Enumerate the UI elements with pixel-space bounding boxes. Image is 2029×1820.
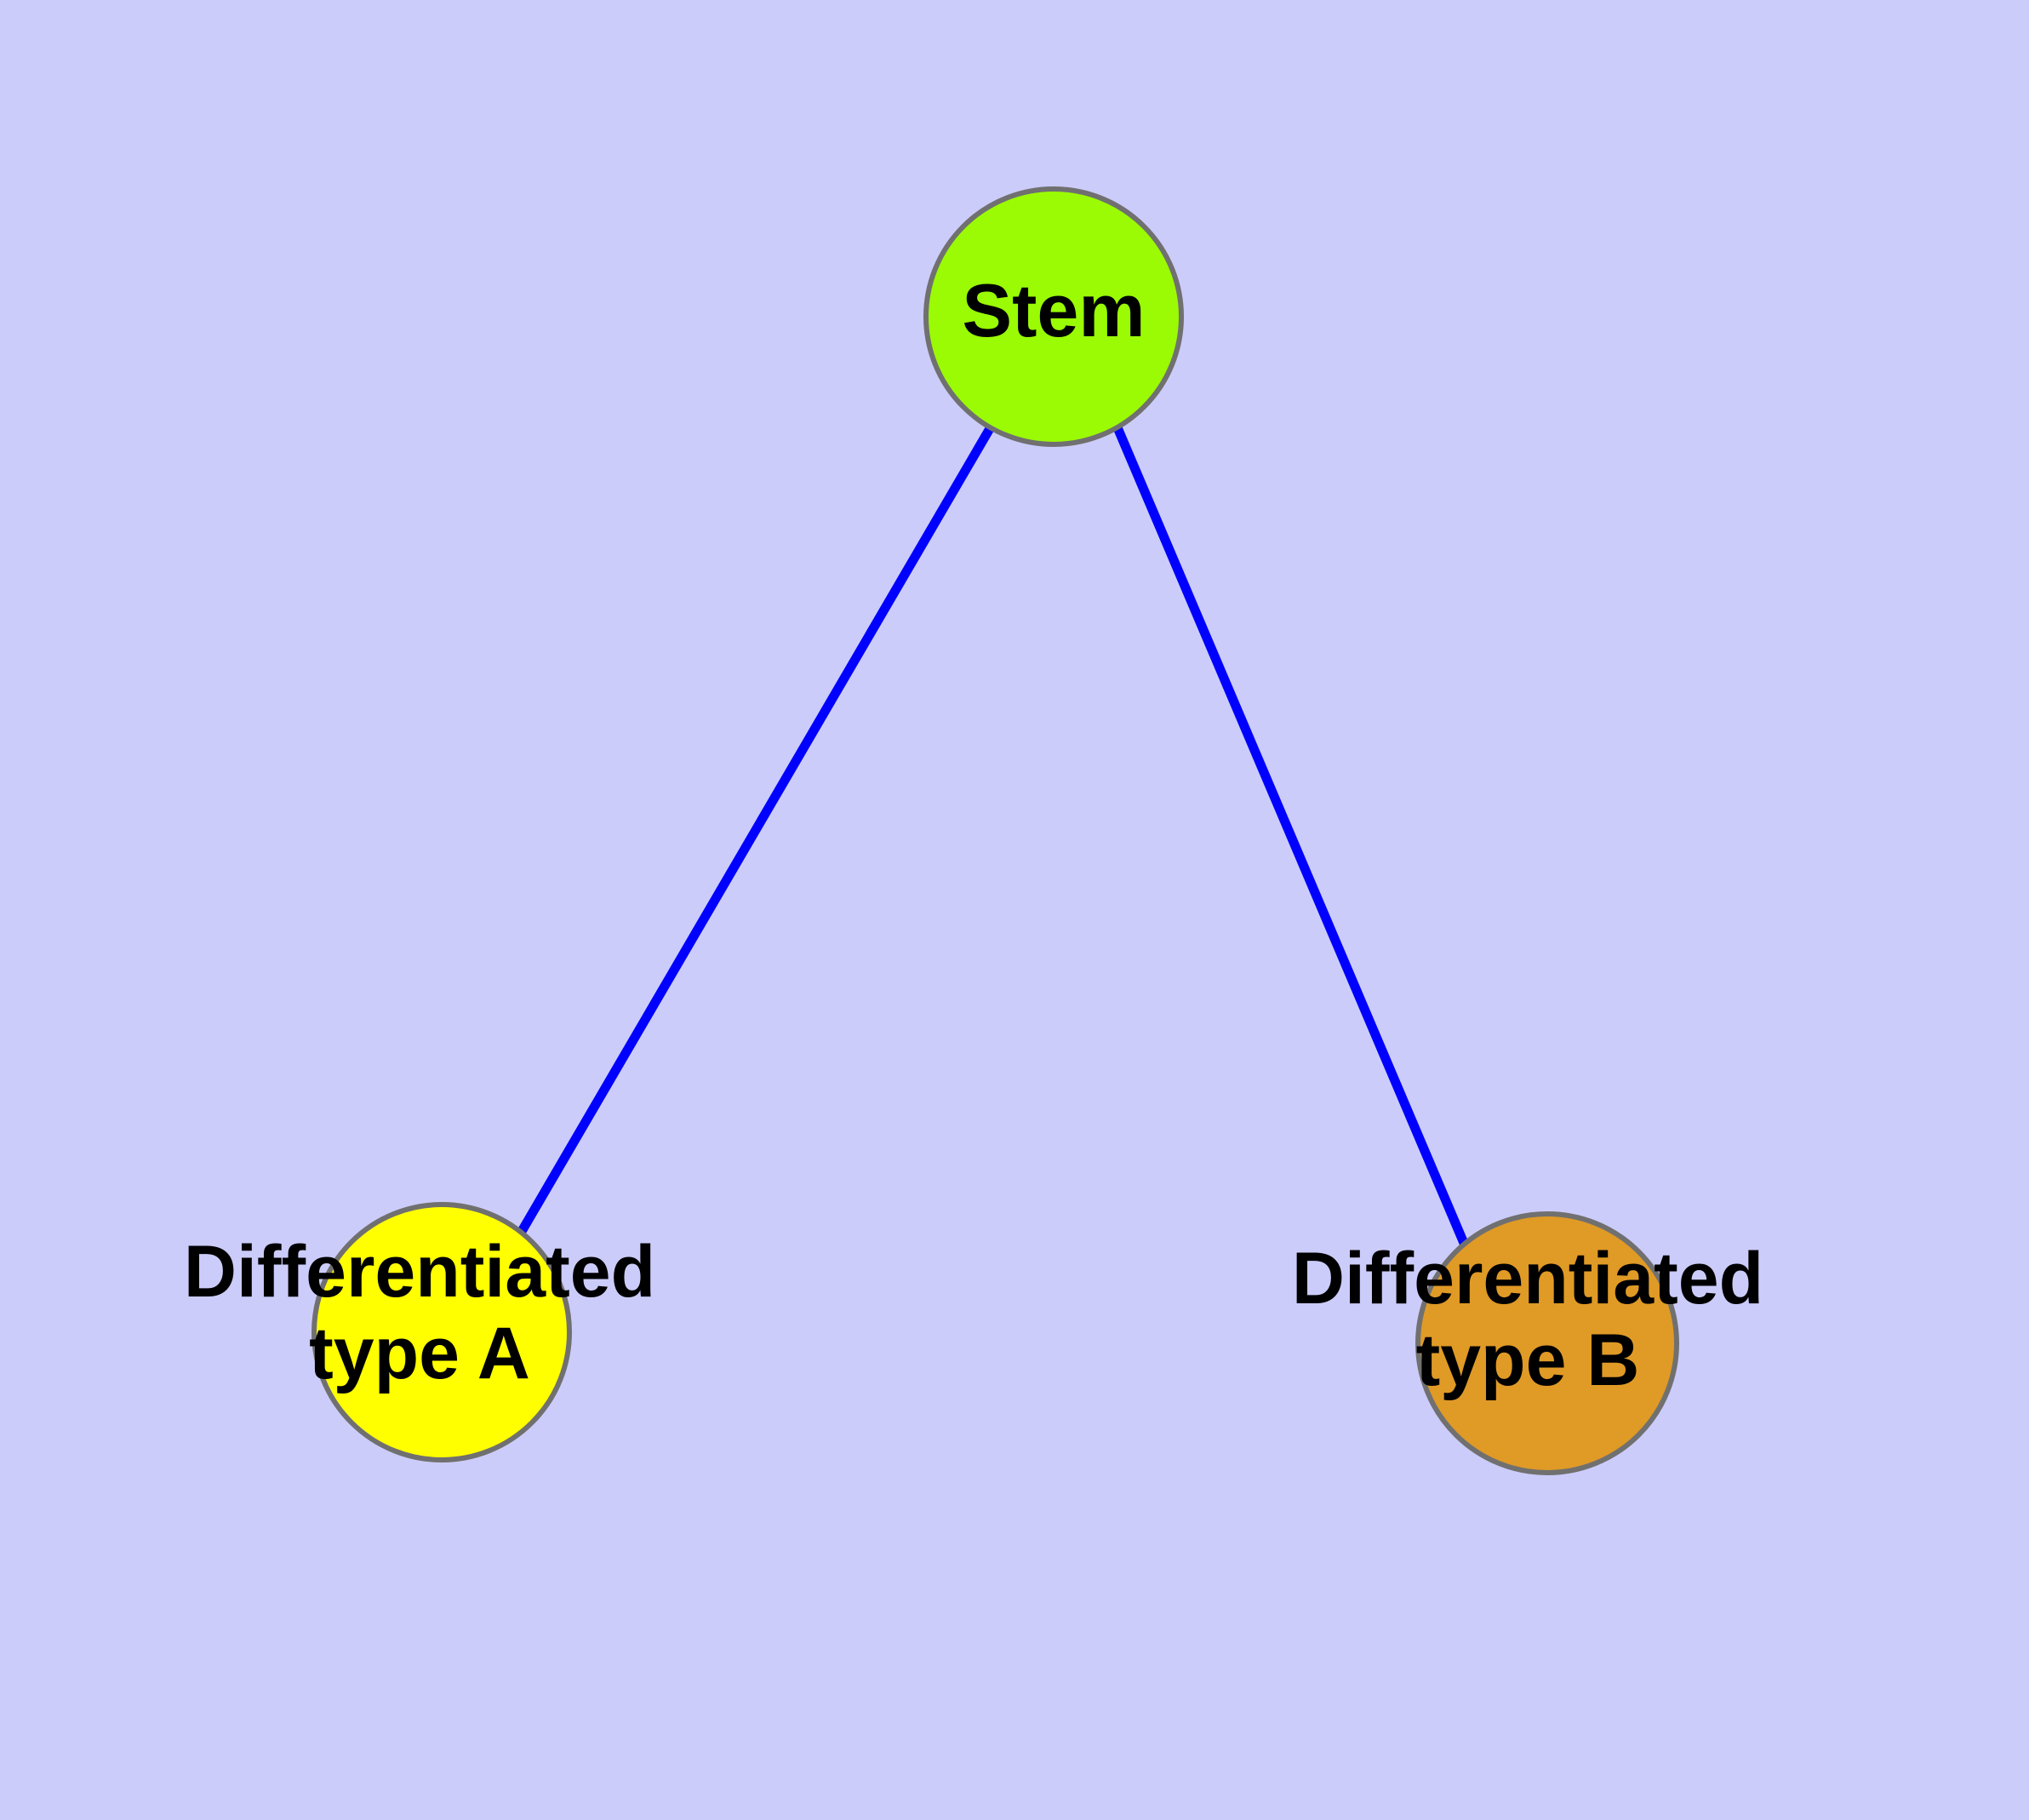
node-diff_a[interactable] [311, 1202, 572, 1462]
node-label-stem: Stem [962, 268, 1145, 352]
edges-layer [513, 423, 1471, 1250]
edge-stem-to-diff-a [513, 423, 996, 1241]
node-label-line: type B [1416, 1319, 1640, 1401]
node-label-line: Differentiated [184, 1231, 655, 1313]
nodes-layer [311, 186, 1679, 1475]
edge-stem-to-diff-b [1112, 423, 1471, 1250]
node-label-line: type A [309, 1313, 530, 1394]
node-label-line: Stem [962, 268, 1145, 352]
node-stem[interactable] [923, 186, 1184, 447]
node-label-line: Differentiated [1292, 1238, 1763, 1319]
node-diff_b[interactable] [1415, 1211, 1679, 1475]
